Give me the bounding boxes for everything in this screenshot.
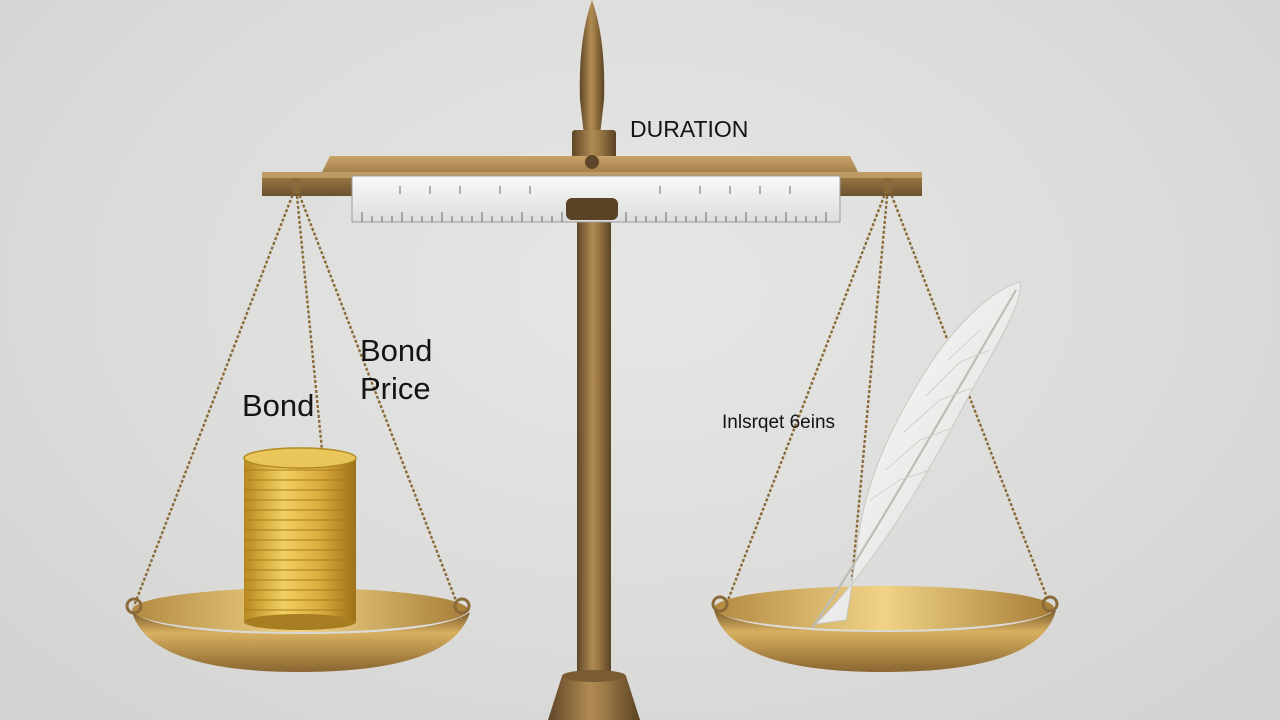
- scale-column: [548, 0, 640, 720]
- bond-label: Bond: [242, 388, 315, 423]
- interest-gains-label: Inlsrqet 6eins: [722, 412, 836, 433]
- right-pan: [711, 586, 1059, 672]
- bond-price-label-line1: Bond: [360, 333, 433, 368]
- duration-label: DURATION: [630, 116, 749, 142]
- left-pan-chains: [132, 177, 460, 607]
- gold-coin-stack: [243, 447, 357, 630]
- bond-price-label-line2: Price: [360, 371, 431, 406]
- right-pan-chains: [726, 177, 1050, 601]
- bond-price-label: Bond Price: [360, 332, 432, 408]
- feather: [811, 281, 1021, 629]
- duration-ruler: [351, 155, 841, 223]
